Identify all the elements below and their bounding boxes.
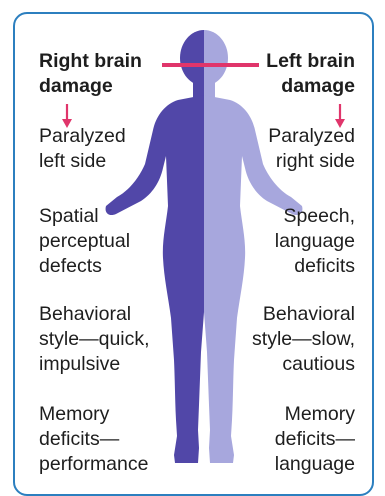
left-effect-memory: Memory deficits— performance (39, 402, 148, 477)
right-brain-damage-heading: Right brain damage (39, 49, 142, 99)
left-effect-spatial: Spatial perceptual defects (39, 204, 130, 279)
left-effect-behavior: Behavioral style—quick, impulsive (39, 302, 150, 377)
right-effect-speech: Speech, language deficits (275, 204, 355, 279)
right-effect-memory: Memory deficits— language (275, 402, 355, 477)
left-brain-damage-heading: Left brain damage (266, 49, 355, 99)
left-effect-paralysis: Paralyzed left side (39, 124, 126, 174)
right-effect-paralysis: Paralyzed right side (268, 124, 355, 174)
right-effect-behavior: Behavioral style—slow, cautious (252, 302, 355, 377)
